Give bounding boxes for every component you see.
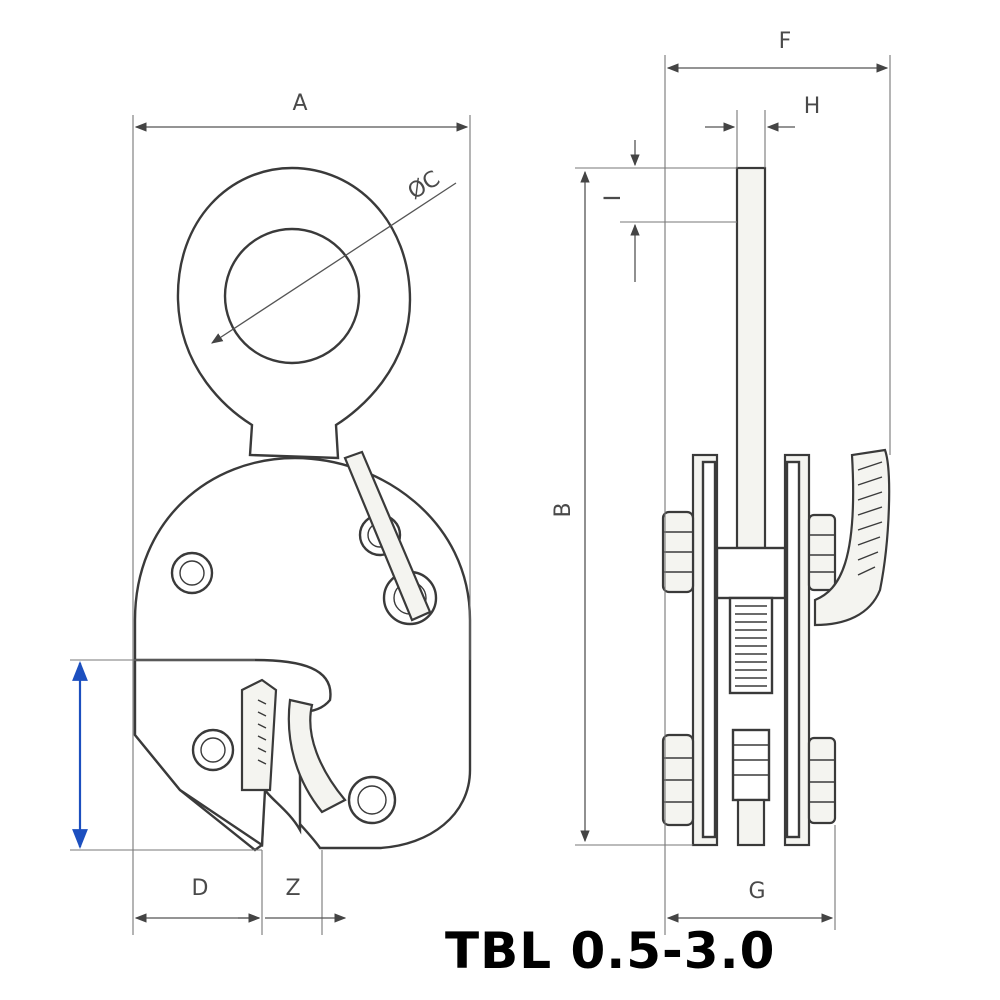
dimension-b-label: B [551,502,576,517]
jaw-pad [240,678,278,792]
bolt-head [661,510,695,594]
bolt-head [661,733,695,827]
bolt [191,728,235,772]
lever-handle [813,448,891,627]
cam [287,698,347,814]
dimension-i-label: I [601,195,626,202]
jaw-teeth-side [736,798,766,847]
dimension-g-label: G [748,879,765,904]
bolt-end [807,736,837,825]
lever-grip [857,461,883,576]
jaw-teeth [257,699,267,765]
side-view: F H I B G [551,29,891,935]
eye-hole [223,227,361,365]
bolt-end [807,513,837,592]
front-view: A ØC D Z [70,91,472,935]
dimension-z-label: Z [285,876,300,901]
center-block [715,546,787,600]
dimension-d-label: D [192,876,209,901]
dimension-a-label: A [292,91,307,116]
dimension-f-label: F [779,29,792,54]
lower-block [731,728,771,802]
dimension-c-label: ØC [404,166,445,205]
side-plate-right-inner [785,460,801,839]
bolt [170,551,214,595]
eye-shank [735,166,767,550]
lock-lever [343,450,432,622]
side-plate-left-inner [701,460,717,839]
spring [735,605,767,687]
model-caption: TBL 0.5-3.0 [445,922,776,980]
dimension-h-label: H [804,94,821,119]
bolt [347,775,397,825]
dimension-c-line [211,182,457,344]
